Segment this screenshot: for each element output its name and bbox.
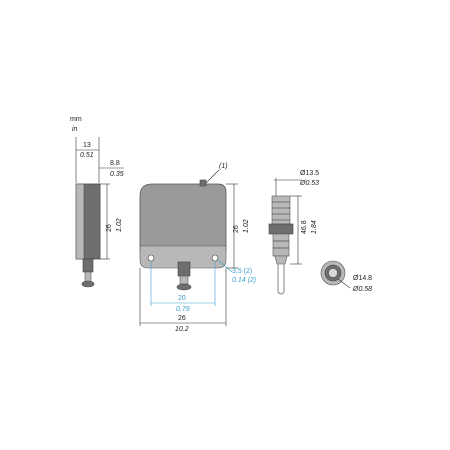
units-primary: mm: [70, 116, 82, 123]
note-leader: [204, 169, 220, 185]
side-depth-in: 0.51: [80, 152, 94, 159]
side-offset-in: 0.35: [110, 171, 124, 178]
side-height-in: 1.02: [116, 218, 123, 232]
connector-diameter-mm: Ø13.5: [300, 170, 319, 177]
end-view: Ø14.8 Ø0.58: [320, 260, 372, 293]
units-secondary: in: [72, 126, 78, 133]
mount-hole-left: [147, 254, 155, 262]
front-connector: [177, 261, 191, 277]
connector-sleeve: [272, 233, 290, 257]
connector-diameter-in: Ø0.53: [299, 180, 319, 187]
side-body-shade: [83, 183, 101, 260]
overall-width-in: 10.2: [175, 326, 189, 333]
front-mount-band: [139, 245, 227, 269]
cable: [277, 264, 285, 292]
hole-diameter-in: 0.14 (2): [232, 277, 256, 284]
side-connector: [82, 258, 94, 273]
mount-hole-right: [211, 254, 219, 262]
front-led: [199, 179, 207, 187]
units-legend: mm in: [70, 116, 82, 133]
cable-end: [277, 291, 285, 295]
front-body: [139, 183, 227, 251]
connector-length-mm: 46.8: [301, 220, 308, 234]
front-height-mm: 26: [233, 225, 240, 233]
hole-spacing-in: 0.79: [176, 306, 190, 313]
connector-view: Ø13.5 Ø0.53 46.8 1.84: [268, 170, 319, 295]
end-diameter-mm: Ø14.8: [353, 275, 372, 282]
hole-spacing-mm: 20: [178, 295, 186, 302]
side-face: [75, 183, 85, 260]
front-view: (1) 26 1.02 3.5 (2) 0.14 (2) 20 0.79: [139, 163, 256, 333]
front-connector-tip: [179, 275, 189, 285]
hole-diameter-mm: 3.5 (2): [232, 268, 252, 275]
side-height-mm: 26: [106, 224, 113, 232]
side-offset-mm: 8.8: [110, 160, 120, 167]
front-cable-end: [176, 283, 192, 291]
front-height-in: 1.02: [243, 219, 250, 233]
side-depth-mm: 13: [83, 142, 91, 149]
end-leader: [337, 278, 351, 289]
end-diameter-in: Ø0.58: [352, 286, 372, 293]
side-cable-end: [81, 280, 95, 288]
side-view: 13 0.51 8.8 0.35 26 1.02: [75, 137, 124, 288]
side-connector-tip: [84, 271, 92, 283]
hole-leader: [217, 259, 233, 273]
connector-nut: [268, 223, 294, 235]
connector-length-in: 1.84: [311, 220, 318, 234]
overall-width-mm: 26: [178, 315, 186, 322]
connector-taper: [274, 255, 288, 265]
end-core: [328, 268, 338, 278]
note-marker: (1): [219, 163, 228, 170]
